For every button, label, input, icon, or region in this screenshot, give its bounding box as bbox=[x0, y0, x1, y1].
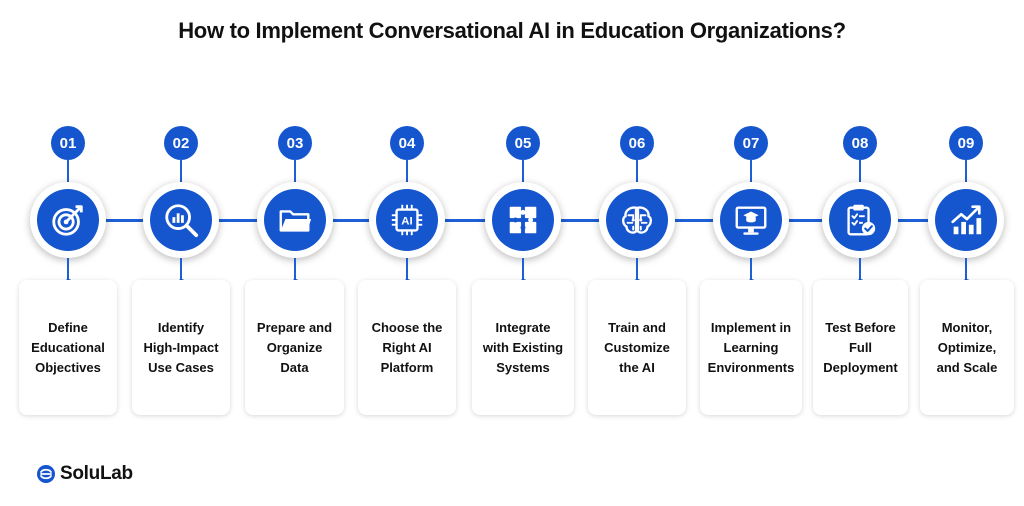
connector-bottom bbox=[965, 258, 967, 280]
monitor-graduation-icon bbox=[735, 206, 767, 235]
connector-bottom bbox=[522, 258, 524, 280]
step-card-2: Identify High-Impact Use Cases bbox=[132, 280, 230, 415]
step-icon-ring bbox=[928, 182, 1004, 258]
step-card-7: Implement in Learning Environments bbox=[700, 280, 802, 415]
step-card-9: Monitor, Optimize, and Scale bbox=[920, 280, 1014, 415]
step-card-5: Integrate with Existing Systems bbox=[472, 280, 574, 415]
connector-bottom bbox=[180, 258, 182, 280]
ai-chip-text: AI bbox=[401, 215, 412, 227]
step-number-badge: 07 bbox=[734, 126, 768, 160]
logo-text: SoluLab bbox=[60, 463, 133, 484]
step-label: Implement in Learning Environments bbox=[707, 319, 795, 375]
connector-bottom bbox=[750, 258, 752, 280]
step-icon-ring bbox=[599, 182, 675, 258]
step-label: Test Before Full Deployment bbox=[823, 319, 898, 375]
company-logo: SoluLab bbox=[36, 463, 133, 485]
clipboard-check-icon bbox=[847, 204, 876, 236]
connector-bottom bbox=[67, 258, 69, 280]
solulab-logo-icon bbox=[37, 465, 55, 483]
step-card-6: Train and Customize the AI bbox=[588, 280, 686, 415]
step-number-badge: 08 bbox=[843, 126, 877, 160]
step-card-1: Define Educational Objectives bbox=[19, 280, 117, 415]
step-label: Train and Customize the AI bbox=[604, 319, 670, 375]
step-number-badge: 06 bbox=[620, 126, 654, 160]
connector-top bbox=[965, 160, 967, 182]
step-card-4: Choose the Right AI Platform bbox=[358, 280, 456, 415]
step-number-badge: 04 bbox=[390, 126, 424, 160]
connector-top bbox=[522, 160, 524, 182]
step-icon-ring bbox=[30, 182, 106, 258]
step-icon-ring: AI bbox=[369, 182, 445, 258]
step-label: Integrate with Existing Systems bbox=[482, 319, 564, 375]
connector-top bbox=[636, 160, 638, 182]
step-label: Prepare and Organize Data bbox=[256, 319, 333, 375]
connector-bottom bbox=[294, 258, 296, 280]
page-title: How to Implement Conversational AI in Ed… bbox=[178, 18, 846, 43]
step-number-badge: 03 bbox=[278, 126, 312, 160]
folder-icon bbox=[279, 210, 312, 232]
brain-icon bbox=[622, 206, 652, 234]
connector-bottom bbox=[859, 258, 861, 280]
connector-top bbox=[294, 160, 296, 182]
magnifier-chart-icon bbox=[165, 204, 199, 238]
connector-bottom bbox=[636, 258, 638, 280]
step-label: Monitor, Optimize, and Scale bbox=[936, 319, 998, 375]
step-icon-ring bbox=[257, 182, 333, 258]
step-number-badge: 05 bbox=[506, 126, 540, 160]
connector-top bbox=[180, 160, 182, 182]
growth-chart-icon bbox=[951, 205, 982, 235]
step-icon-ring bbox=[143, 182, 219, 258]
connector-top bbox=[67, 160, 69, 182]
step-label: Choose the Right AI Platform bbox=[371, 319, 443, 375]
ai-chip-icon: AI bbox=[391, 204, 423, 236]
step-number-badge: 02 bbox=[164, 126, 198, 160]
puzzle-icon bbox=[509, 206, 537, 234]
step-card-3: Prepare and Organize Data bbox=[245, 280, 344, 415]
step-icon-ring bbox=[485, 182, 561, 258]
step-number-badge: 09 bbox=[949, 126, 983, 160]
step-number-badge: 01 bbox=[51, 126, 85, 160]
step-icon-ring bbox=[713, 182, 789, 258]
step-label: Define Educational Objectives bbox=[31, 319, 105, 375]
step-card-8: Test Before Full Deployment bbox=[813, 280, 908, 415]
step-icon-ring bbox=[822, 182, 898, 258]
connector-top bbox=[406, 160, 408, 182]
connector-top bbox=[859, 160, 861, 182]
target-icon bbox=[52, 205, 83, 236]
step-label: Identify High-Impact Use Cases bbox=[143, 319, 219, 375]
connector-top bbox=[750, 160, 752, 182]
connector-bottom bbox=[406, 258, 408, 280]
